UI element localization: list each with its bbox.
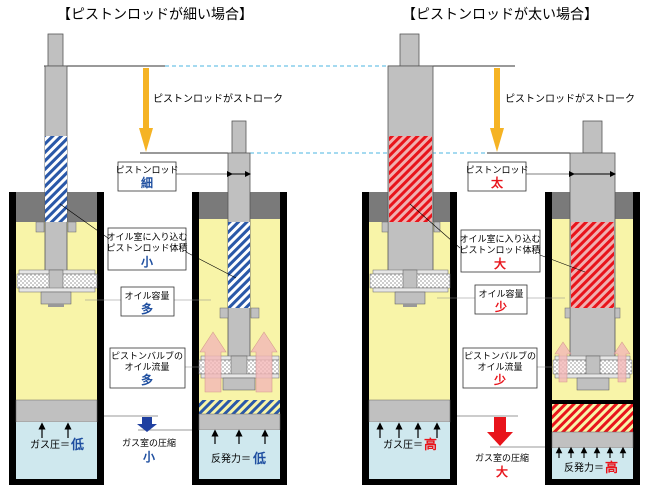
gas-pressure-value: 高: [424, 437, 437, 453]
reaction-force-label: 反発力＝: [564, 461, 604, 474]
volume-value: 小: [141, 254, 153, 269]
callout-valve-flow: ピストンバルブの オイル流量 多: [109, 347, 205, 389]
oil-label: オイル容量: [124, 290, 169, 302]
pressure-arrows: [38, 422, 72, 438]
volume-label-2: ピストンロッド体積: [459, 244, 540, 256]
callout-valve-flow: ピストンバルブの オイル流量 少: [462, 347, 555, 389]
cylinder-after: 反発力＝ 低: [192, 120, 287, 485]
flow-label-2: オイル流量: [477, 361, 522, 373]
flow-value: 多: [141, 372, 153, 387]
flow-label-2: オイル流量: [124, 361, 169, 373]
compression-value: 小: [143, 449, 155, 464]
compression-value: 大: [496, 464, 508, 479]
oil-flow-arrow-icon: [199, 331, 278, 393]
callout-rod-volume: オイル室に入り込む ピストンロッド体積 小: [59, 203, 237, 279]
reaction-force-value: 高: [605, 460, 618, 476]
pressure-arrows: [376, 422, 441, 438]
volume-label-1: オイル室に入り込む: [459, 233, 540, 245]
stroke-arrow-icon: [490, 68, 504, 152]
stroke-label: ピストンロッドがストローク: [505, 92, 635, 105]
cylinder-after: 反発力＝ 高: [545, 120, 640, 485]
callout-oil-capacity: オイル容量 少: [437, 284, 565, 315]
stroke-arrow-icon: [139, 68, 153, 152]
callout-rod-volume: オイル室に入り込む ピストンロッド体積 大: [409, 203, 586, 273]
cylinder-before: ガス圧＝ 高: [362, 33, 457, 485]
reaction-force-label: 反発力＝: [211, 452, 251, 465]
flow-label-1: ピストンバルブの: [464, 350, 536, 362]
right-panel: 【ピストンロッドが太い場合】 ピストンロッドがストローク: [362, 7, 640, 485]
callout-oil-capacity: オイル容量 多: [85, 286, 211, 317]
oil-label: オイル容量: [478, 288, 523, 300]
cylinder-before: ガス圧＝ 低: [9, 33, 104, 485]
rod-label: ピストンロッド: [115, 165, 178, 176]
oil-flow-arrow-icon: [554, 341, 631, 383]
left-title: 【ピストンロッドが細い場合】: [57, 7, 253, 23]
stroke-label: ピストンロッドがストローク: [153, 92, 283, 105]
oil-value: 少: [494, 299, 507, 314]
flow-value: 少: [493, 372, 506, 387]
rod-value: 細: [141, 175, 153, 190]
gas-pressure-value: 低: [70, 437, 84, 453]
compression-arrow-icon: [487, 417, 513, 446]
compression-arrow-icon: [137, 417, 157, 432]
compression-label: ガス室の圧縮: [122, 437, 176, 449]
pressure-arrows: [555, 446, 627, 458]
pressure-arrows: [211, 429, 269, 444]
callout-rod-thickness: ピストンロッド 太: [465, 161, 572, 192]
rod-label: ピストンロッド: [465, 165, 528, 176]
rod-value: 太: [491, 175, 504, 190]
callout-rod-thickness: ピストンロッド 細: [115, 161, 230, 192]
volume-label-2: ピストンロッド体積: [106, 242, 187, 254]
volume-value: 大: [494, 256, 506, 271]
reaction-force-value: 低: [252, 451, 266, 467]
gas-pressure-label: ガス圧＝: [30, 439, 70, 451]
left-panel: 【ピストンロッドが細い場合】 ピストンロッドがストローク: [9, 7, 570, 485]
compression-label: ガス室の圧縮: [475, 452, 529, 464]
flow-label-1: ピストンバルブの: [111, 350, 183, 362]
volume-label-1: オイル室に入り込む: [106, 231, 187, 243]
gas-pressure-label: ガス圧＝: [383, 439, 423, 451]
right-title: 【ピストンロッドが太い場合】: [402, 7, 598, 23]
oil-value: 多: [141, 301, 153, 316]
